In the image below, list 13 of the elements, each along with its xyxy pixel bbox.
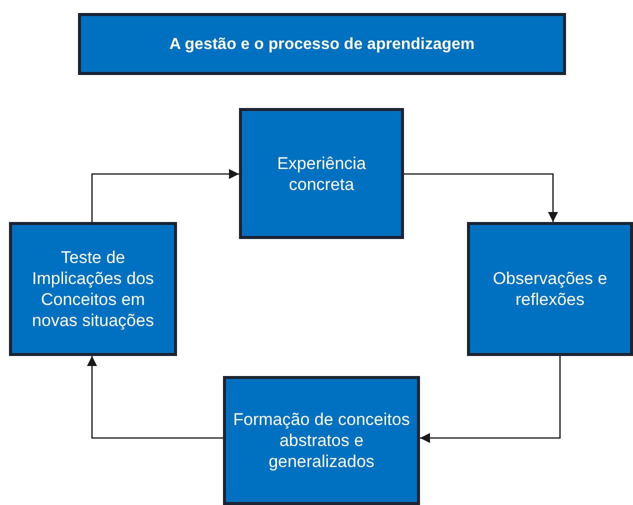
process-box [467, 222, 633, 356]
process-box [239, 108, 404, 239]
arrow [91, 169, 239, 222]
box-label: Experiência concreta [276, 152, 367, 194]
process-box [9, 222, 177, 356]
box-label: Observações e reflexões [492, 268, 608, 310]
arrow [420, 356, 561, 443]
box-label: Teste de Implicações dos Conceitos em novas situações [31, 247, 155, 331]
process-box [223, 376, 420, 505]
arrow [404, 173, 558, 222]
box-label: Formação de conceitos abstratos e generalizados [232, 409, 411, 472]
arrow [87, 356, 223, 439]
title: A gestão e o processo de aprendizagem [169, 34, 475, 54]
